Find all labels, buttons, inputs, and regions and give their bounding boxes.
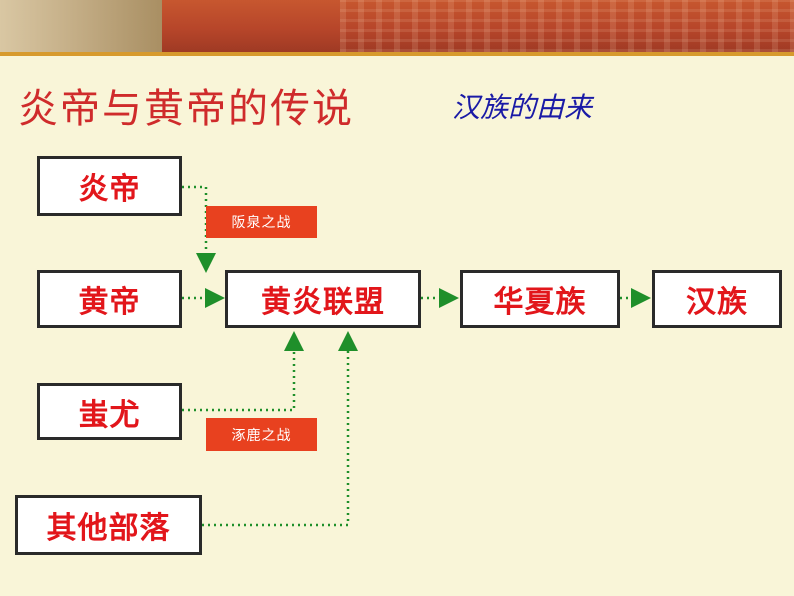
connector-others-to-alliance	[202, 331, 358, 527]
connector-chiyou-to-alliance	[182, 331, 304, 412]
battle-label-zhuolu: 涿鹿之战	[206, 418, 317, 451]
node-han: 汉族	[652, 270, 782, 328]
node-huaxia: 华夏族	[460, 270, 620, 328]
node-huangdi: 黄帝	[37, 270, 182, 328]
terracotta-chariot-image	[0, 0, 162, 52]
battle-label-banquan: 阪泉之战	[206, 206, 317, 238]
node-other-tribes: 其他部落	[15, 495, 202, 555]
banner-pattern	[340, 0, 794, 52]
node-huang-yan-alliance: 黄炎联盟	[225, 270, 421, 328]
slide-subtitle: 汉族的由来	[452, 91, 593, 124]
node-chiyou: 蚩尤	[37, 383, 182, 440]
slide-title: 炎帝与黄帝的传说	[18, 86, 354, 132]
connector-yandi-to-alliance	[182, 185, 216, 273]
node-yandi: 炎帝	[37, 156, 182, 216]
header-banner	[0, 0, 794, 56]
